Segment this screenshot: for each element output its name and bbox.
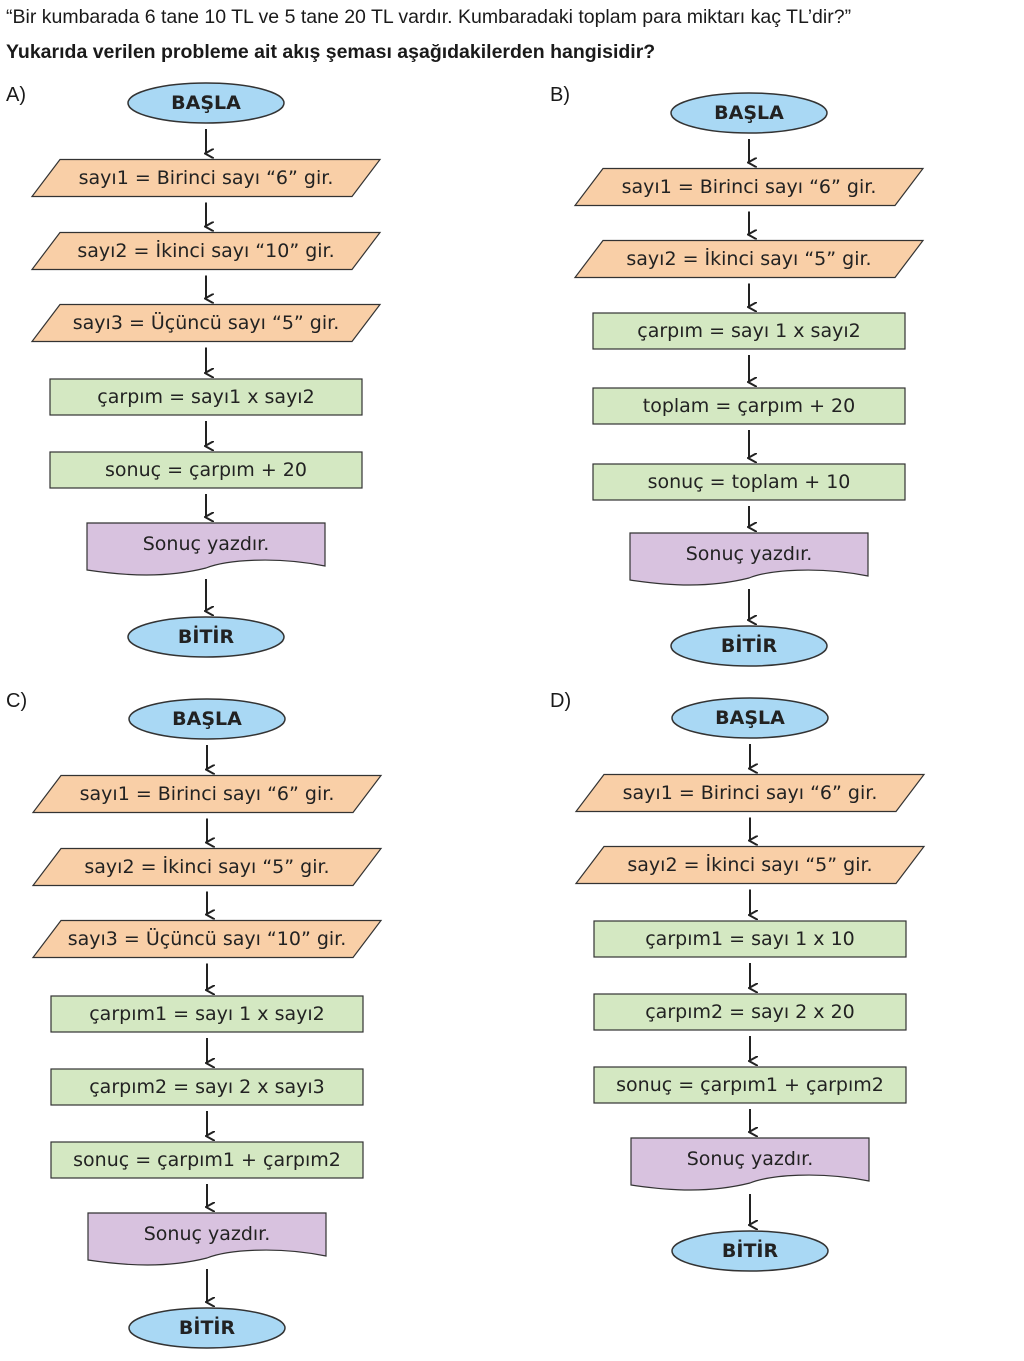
flow-terminal-shape	[670, 92, 828, 134]
flow-input-shape	[30, 231, 382, 271]
flow-terminal-text: BAŞLA	[172, 708, 242, 730]
flow-input-text: sayı2 = İkinci sayı “5” gir.	[627, 853, 872, 876]
option-a-label[interactable]: A)	[6, 84, 26, 106]
flow-process-text: çarpım = sayı1 x sayı2	[97, 386, 314, 408]
flow-process-text: sonuç = çarpım + 20	[105, 459, 307, 481]
flow-input-shape	[573, 239, 925, 279]
flowchart-option-b: BAŞLA sayı1 = Birinci sayı “6” gir. sayı2 …	[573, 92, 925, 667]
flow-process-text: toplam = çarpım + 20	[643, 395, 856, 417]
flowchart-option-c: BAŞLA sayı1 = Birinci sayı “6” gir. sayı2 …	[31, 698, 383, 1349]
flow-input-shape	[574, 845, 926, 885]
flow-terminal-text: BİTİR	[721, 633, 778, 657]
flow-input-shape	[30, 303, 382, 343]
flow-input-text: sayı1 = Birinci sayı “6” gir.	[623, 782, 878, 804]
flow-input-text: sayı2 = İkinci sayı “5” gir.	[84, 855, 329, 878]
flow-terminal-text: BİTİR	[179, 1315, 236, 1339]
flow-output-text: Sonuç yazdır.	[143, 533, 270, 555]
flow-terminal-text: BAŞLA	[714, 102, 784, 124]
flow-process-shape	[50, 1068, 364, 1106]
flow-process-shape	[593, 920, 907, 958]
flow-input-text: sayı3 = Üçüncü sayı “10” gir.	[68, 927, 347, 950]
flow-terminal-shape	[128, 1307, 286, 1349]
option-c-label[interactable]: C)	[6, 690, 28, 712]
flow-terminal-shape	[671, 1230, 829, 1272]
flow-input-shape	[31, 847, 383, 887]
flow-terminal-shape	[671, 697, 829, 739]
flow-process-shape	[50, 1141, 364, 1179]
flow-terminal-shape	[128, 698, 286, 740]
flow-input-text: sayı3 = Üçüncü sayı “5” gir.	[73, 311, 339, 334]
flow-output-shape	[87, 1212, 327, 1266]
flow-process-text: çarpım1 = sayı 1 x 10	[645, 928, 855, 950]
flow-input-text: sayı1 = Birinci sayı “6” gir.	[79, 167, 334, 189]
flowchart-option-a: BAŞLA sayı1 = Birinci sayı “6” gir. sayı2 …	[30, 82, 382, 658]
flow-process-text: çarpım2 = sayı 2 x sayı3	[89, 1076, 325, 1098]
flow-input-text: sayı1 = Birinci sayı “6” gir.	[80, 783, 335, 805]
flow-input-shape	[573, 167, 925, 207]
flow-input-text: sayı1 = Birinci sayı “6” gir.	[622, 176, 877, 198]
flow-process-text: çarpım = sayı 1 x sayı2	[637, 320, 860, 342]
flow-output-text: Sonuç yazdır.	[144, 1223, 271, 1245]
flow-terminal-text: BAŞLA	[171, 92, 241, 114]
flow-process-text: çarpım2 = sayı 2 x 20	[645, 1001, 855, 1023]
flow-output-text: Sonuç yazdır.	[687, 1148, 814, 1170]
flow-input-shape	[30, 158, 382, 198]
flow-terminal-text: BAŞLA	[715, 707, 785, 729]
flow-process-text: sonuç = çarpım1 + çarpım2	[73, 1149, 341, 1171]
option-b-label[interactable]: B)	[550, 84, 570, 106]
flow-process-shape	[592, 463, 906, 501]
flow-process-shape	[593, 1066, 907, 1104]
flow-process-shape	[593, 993, 907, 1031]
flow-terminal-shape	[127, 82, 285, 124]
flow-output-text: Sonuç yazdır.	[686, 543, 813, 565]
flow-process-shape	[592, 312, 906, 350]
flow-input-text: sayı2 = İkinci sayı “5” gir.	[626, 247, 871, 270]
question-text: “Bir kumbarada 6 tane 10 TL ve 5 tane 20…	[6, 6, 852, 28]
flow-input-text: sayı2 = İkinci sayı “10” gir.	[77, 239, 334, 262]
flow-terminal-shape	[127, 616, 285, 658]
flow-process-shape	[592, 387, 906, 425]
flow-process-shape	[49, 378, 363, 416]
flow-process-text: sonuç = çarpım1 + çarpım2	[616, 1074, 884, 1096]
question-prompt: Yukarıda verilen probleme ait akış şemas…	[6, 41, 656, 63]
flow-process-shape	[49, 451, 363, 489]
flow-terminal-shape	[670, 625, 828, 667]
flow-terminal-text: BİTİR	[178, 624, 235, 648]
flowchart-option-d: BAŞLA sayı1 = Birinci sayı “6” gir. sayı2 …	[574, 697, 926, 1272]
flow-process-shape	[50, 995, 364, 1033]
flow-output-shape	[86, 522, 326, 576]
flow-process-text: çarpım1 = sayı 1 x sayı2	[89, 1003, 325, 1025]
flow-input-shape	[31, 774, 383, 814]
flow-output-shape	[629, 532, 869, 586]
option-d-label[interactable]: D)	[550, 690, 572, 712]
flow-output-shape	[630, 1137, 870, 1191]
flow-terminal-text: BİTİR	[722, 1238, 779, 1262]
flow-process-text: sonuç = toplam + 10	[648, 471, 851, 493]
flow-input-shape	[31, 919, 383, 959]
flow-input-shape	[574, 773, 926, 813]
